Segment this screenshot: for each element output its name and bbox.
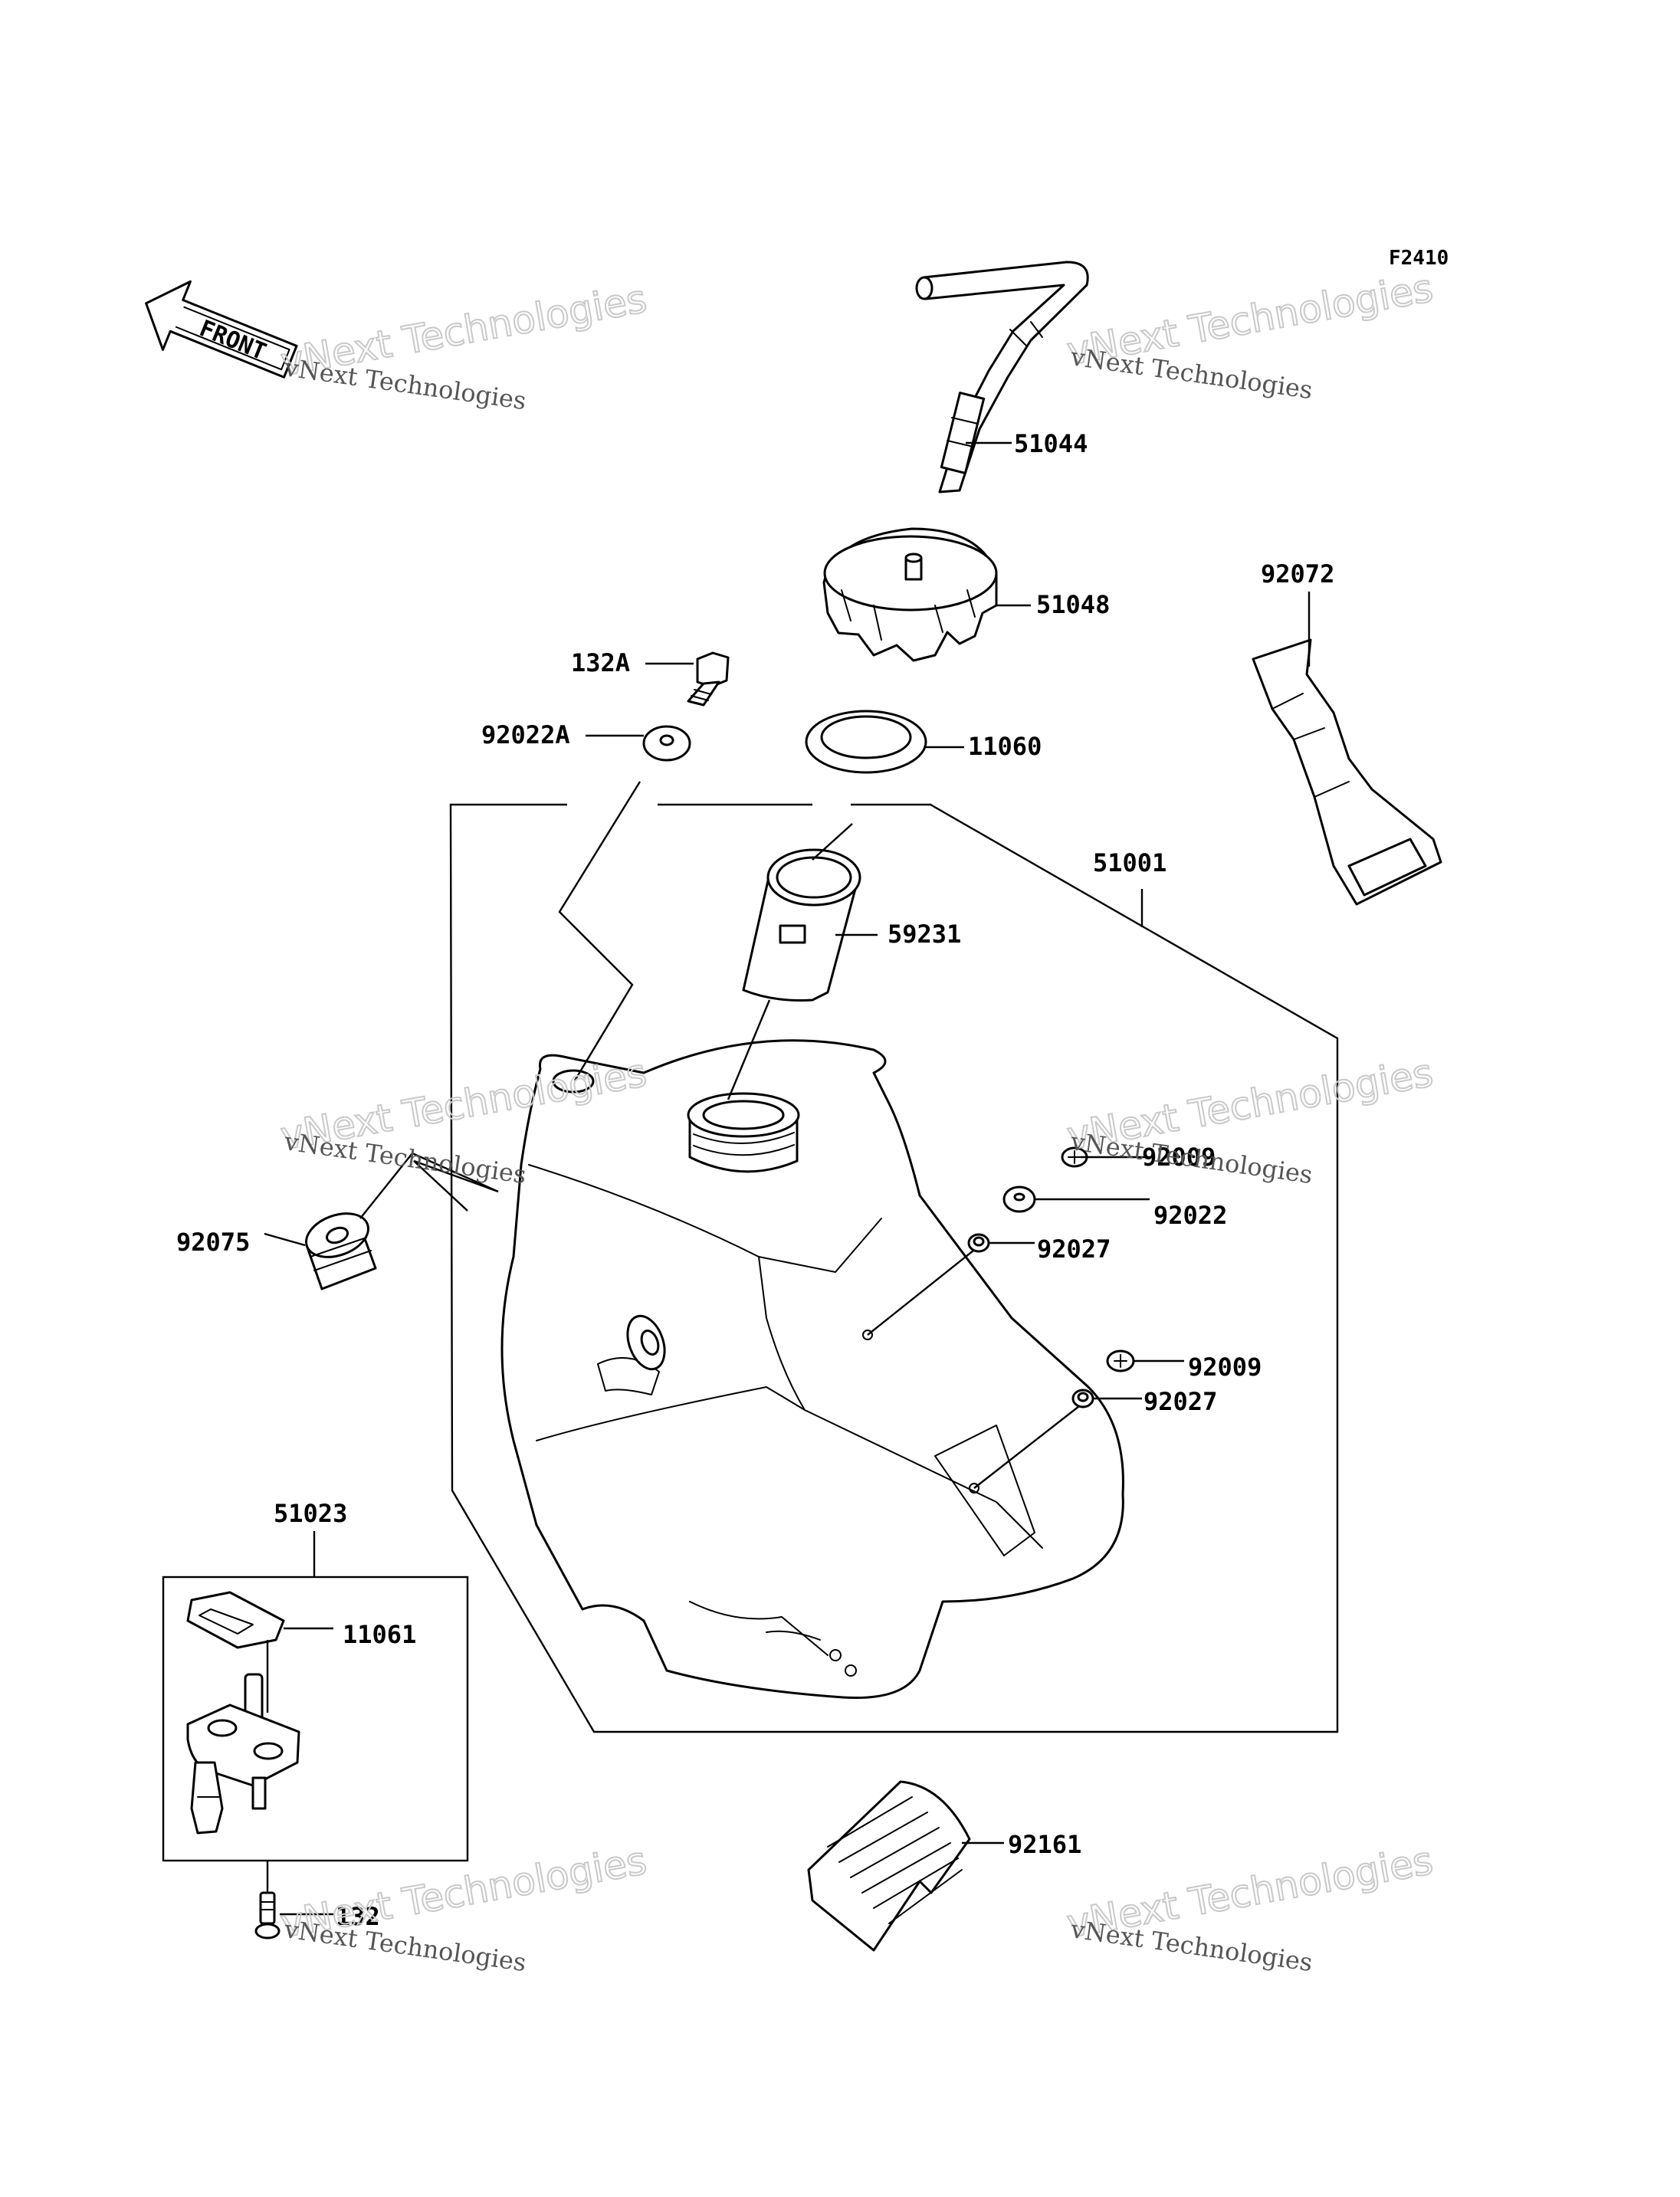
callout-92022a: 92022A: [481, 720, 570, 749]
callout-51001: 51001: [1093, 848, 1166, 877]
damper-92075-part: [305, 1212, 377, 1290]
callout-59231: 59231: [888, 920, 961, 949]
bolt-132a-part: [687, 651, 730, 707]
tank-assembly-outline: [449, 803, 1339, 1733]
watermark: vNext Technologies vNext Technologies: [1063, 1838, 1437, 1977]
callout-92009-b: 92009: [1188, 1353, 1262, 1382]
cover-92161-part: [807, 1780, 971, 1952]
gasket-11060-part: [805, 710, 927, 774]
fuel-cock-assembly-outline: [162, 1576, 469, 1862]
callout-92072: 92072: [1261, 559, 1334, 589]
fuel-cock-part: [186, 1673, 300, 1835]
breather-hose-part: [915, 261, 1089, 494]
washer-92022-part: [1002, 1185, 1036, 1213]
watermark: vNext Technologies vNext Technologies: [277, 1838, 651, 1977]
fuel-cap-part: [822, 527, 998, 662]
bolt-132-part: [254, 1891, 281, 1940]
fuel-screen-59231-part: [742, 848, 861, 1002]
callout-51023: 51023: [274, 1499, 347, 1528]
callout-132: 132: [336, 1902, 380, 1931]
callout-132a: 132A: [571, 648, 630, 677]
callout-51044: 51044: [1014, 429, 1088, 458]
fuel-tank-part: [500, 1039, 1124, 1700]
callout-11061: 11061: [343, 1620, 416, 1649]
leader-lines: [264, 441, 1311, 1916]
watermark: vNext Technologies vNext Technologies: [1063, 1050, 1437, 1189]
washer-92022a-part: [642, 725, 691, 762]
callout-51048: 51048: [1036, 590, 1110, 619]
callout-92027-a: 92027: [1037, 1235, 1111, 1264]
diagram-code: F2410: [1389, 247, 1449, 270]
watermark: vNext Technologies vNext Technologies: [277, 276, 651, 415]
watermark: vNext Technologies vNext Technologies: [1063, 265, 1437, 405]
callout-92009-a: 92009: [1142, 1143, 1216, 1172]
screw-92009a-part: [1061, 1146, 1088, 1168]
callout-92161: 92161: [1008, 1830, 1081, 1859]
callout-92075: 92075: [176, 1228, 250, 1257]
gasket-11061-part: [186, 1591, 285, 1649]
callout-92027-b: 92027: [1144, 1387, 1217, 1416]
callout-92022: 92022: [1153, 1201, 1227, 1230]
screw-92009b-part: [1106, 1349, 1135, 1372]
collar-92027a-part: [967, 1233, 990, 1253]
strap-92072-part: [1252, 638, 1442, 906]
collar-92027b-part: [1071, 1389, 1094, 1408]
front-arrow-icon: FRONT: [145, 280, 298, 379]
callout-11060: 11060: [968, 732, 1042, 761]
